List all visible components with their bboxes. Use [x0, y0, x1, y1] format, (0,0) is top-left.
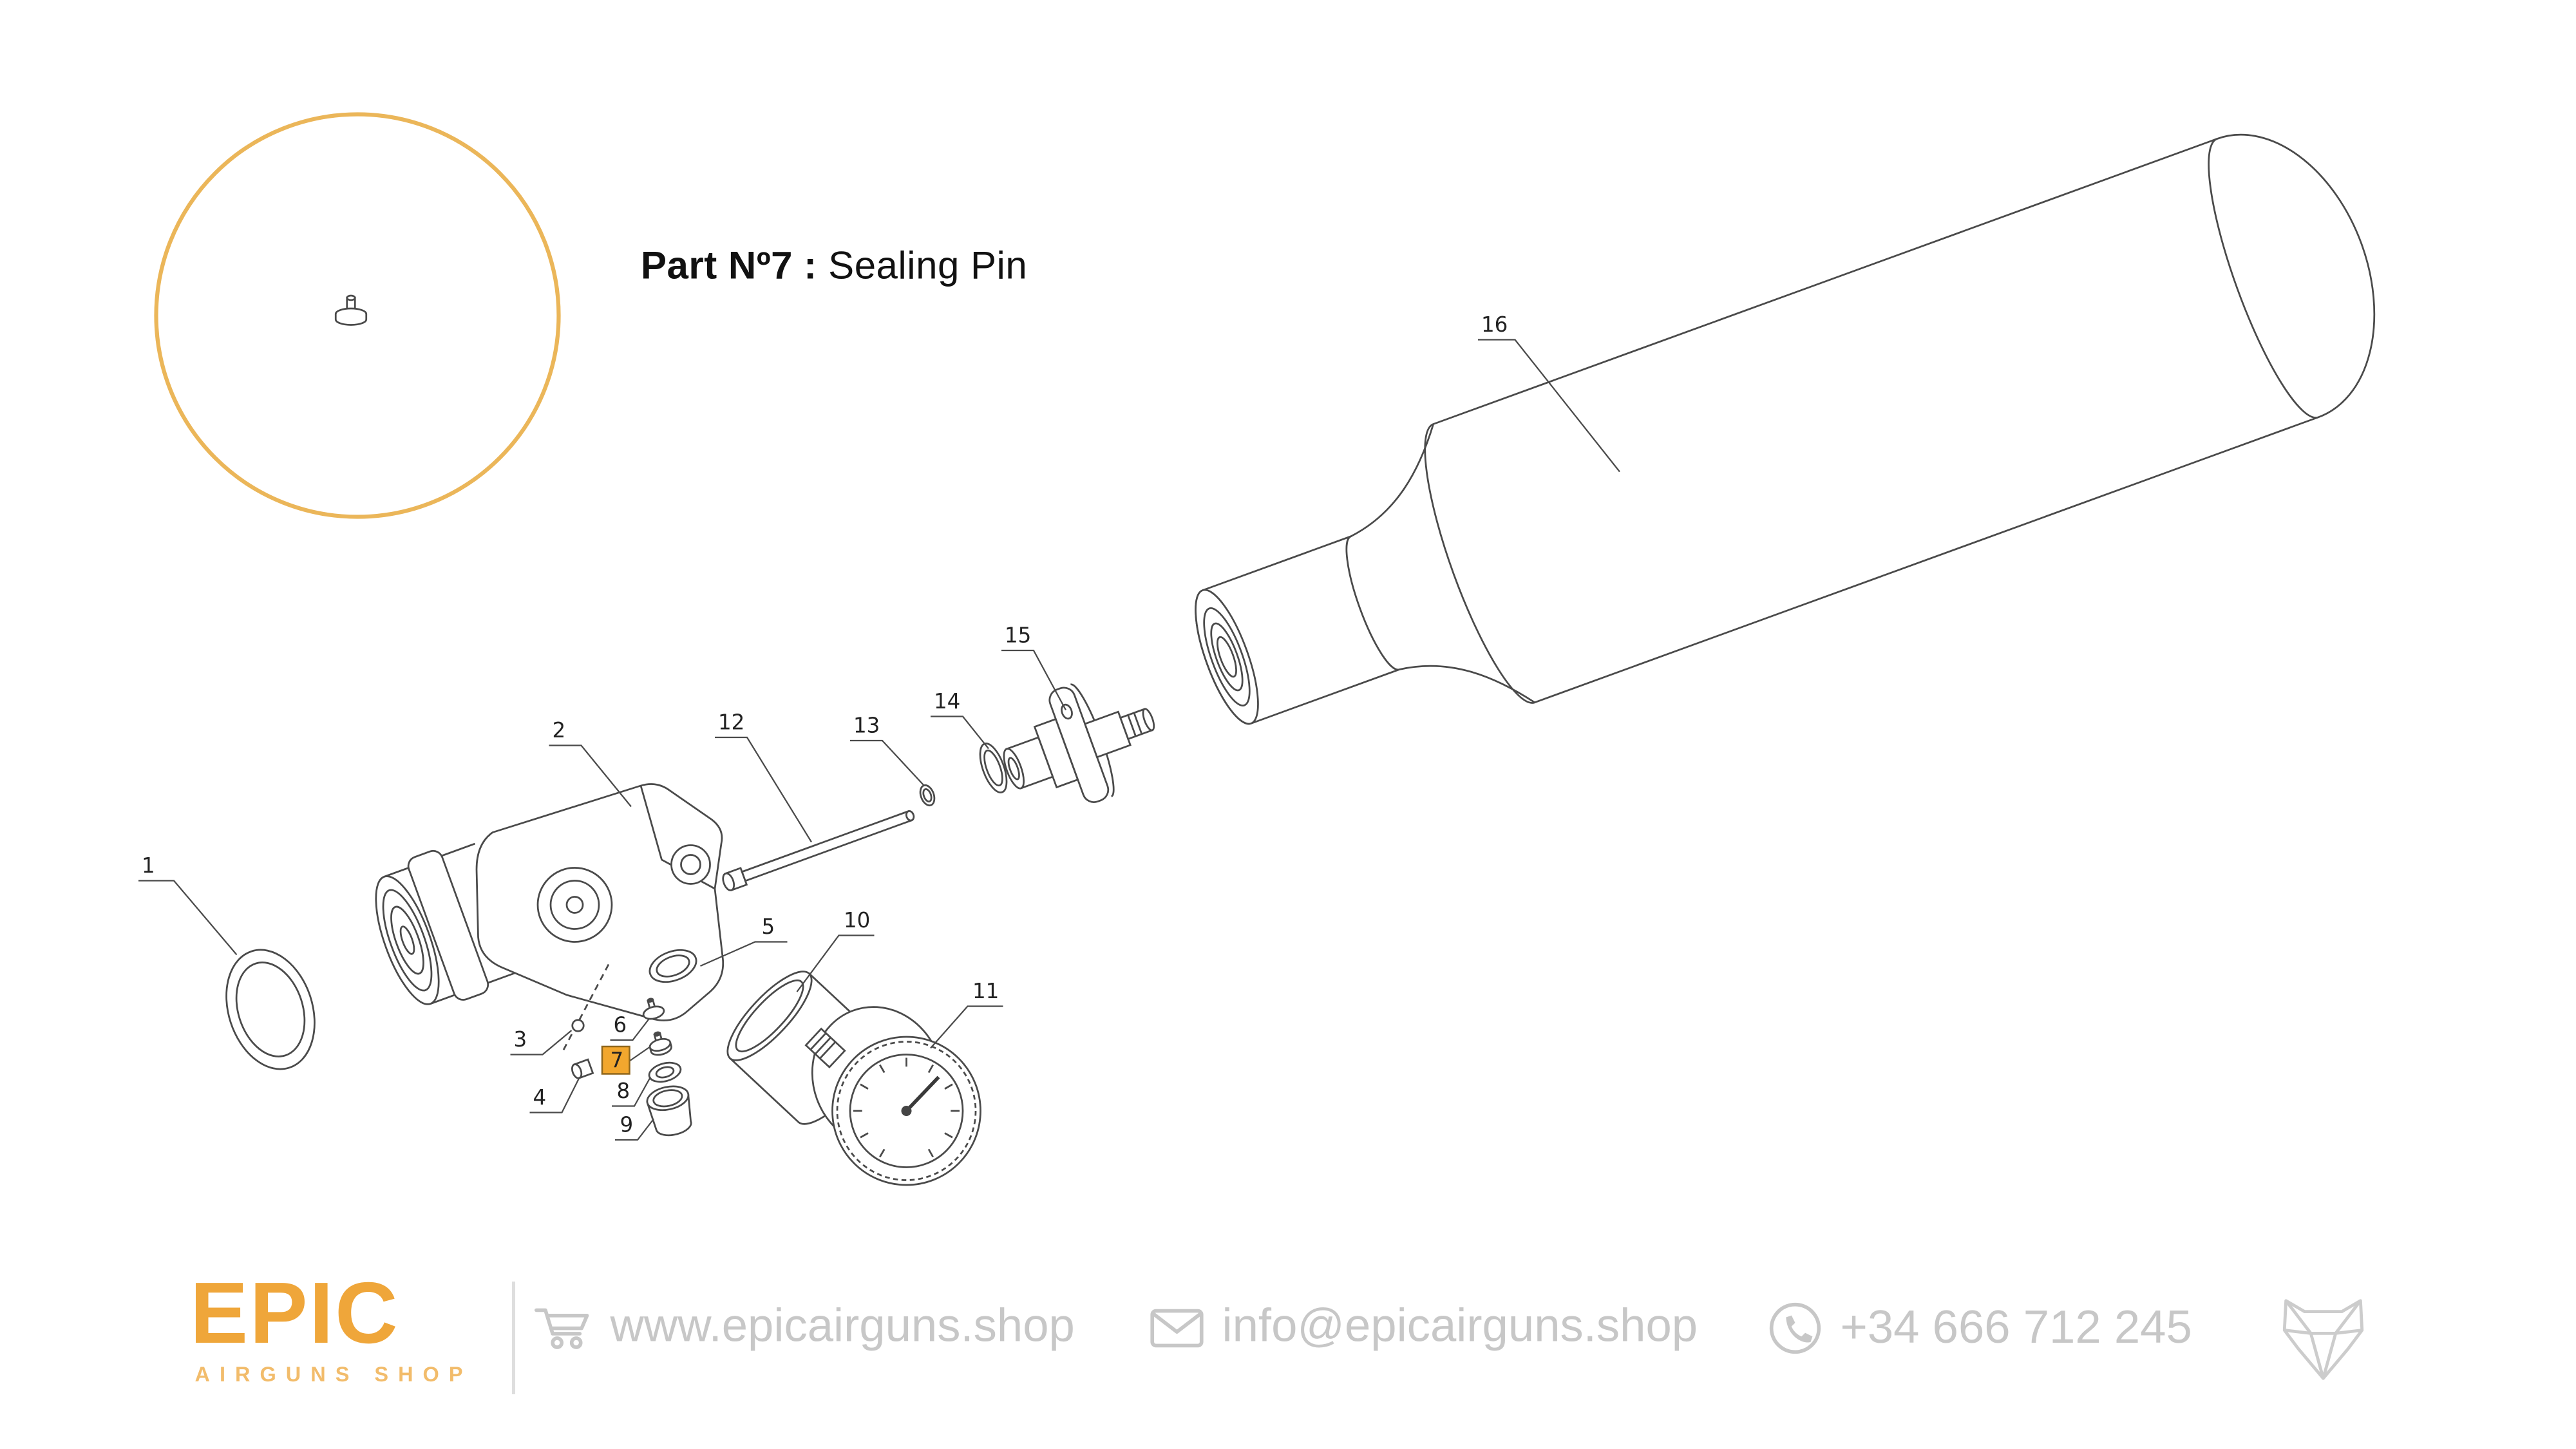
phone-icon: [1769, 1302, 1821, 1354]
part-label-9: 9: [615, 1113, 654, 1141]
axis-line-3-4: [561, 963, 610, 1054]
website-text: www.epicairguns.shop: [610, 1301, 1075, 1352]
svg-text:8: 8: [617, 1079, 630, 1103]
brand-logo-subtitle: AIRGUNS SHOP: [194, 1362, 473, 1387]
svg-text:15: 15: [1005, 623, 1031, 648]
part-callout: Part Nº7 :Sealing Pin: [641, 245, 1027, 290]
svg-text:12: 12: [718, 710, 744, 735]
svg-text:10: 10: [844, 908, 870, 933]
gauge-ticks: [853, 1057, 960, 1158]
part-9-cup-drawing: [646, 1085, 692, 1137]
part-labels: 1 2 3 4 5 6: [138, 312, 1620, 1141]
brand-logo: EPIC AIRGUNS SHOP: [190, 1265, 473, 1387]
email-text: info@epicairguns.shop: [1222, 1301, 1698, 1352]
gauge-needle: [905, 1075, 940, 1112]
email-link[interactable]: info@epicairguns.shop: [1150, 1301, 1698, 1354]
part-label-8: 8: [612, 1076, 651, 1107]
detail-sealing-pin-drawing: [334, 294, 368, 326]
part-label-15: 15: [1001, 623, 1066, 711]
svg-text:3: 3: [514, 1027, 527, 1052]
cart-icon: [535, 1307, 589, 1349]
part-label-16: 16: [1478, 312, 1620, 473]
part-label-14: 14: [931, 689, 989, 750]
part-callout-number: Part Nº7 :: [641, 245, 817, 289]
part-5-oring-drawing: [649, 949, 697, 983]
part-label-4: 4: [529, 1076, 581, 1113]
part-label-1: 1: [138, 853, 238, 956]
part-label-2: 2: [549, 718, 632, 808]
part-11-gauge-drawing: [804, 1006, 981, 1186]
svg-text:11: 11: [972, 979, 999, 1003]
envelope-icon: [1150, 1308, 1204, 1347]
part-label-7-highlighted: 7: [601, 1045, 651, 1075]
detail-view-circle: [154, 112, 561, 519]
part-label-6: 6: [610, 1013, 650, 1041]
svg-text:13: 13: [853, 714, 880, 738]
part-12-rod-drawing: [722, 810, 915, 892]
svg-text:6: 6: [614, 1013, 627, 1037]
part-4-plug-drawing: [571, 1058, 594, 1079]
part-2-body-drawing: [375, 783, 724, 1021]
part-label-13: 13: [850, 714, 925, 786]
svg-text:9: 9: [620, 1113, 634, 1137]
svg-text:2: 2: [553, 718, 566, 743]
part-label-3: 3: [510, 1027, 573, 1056]
detail-view: [154, 112, 561, 519]
part-13-ring-drawing: [919, 784, 936, 807]
phone-text: +34 666 712 245: [1840, 1302, 2192, 1354]
svg-text:7: 7: [611, 1048, 624, 1073]
part-6-pin-drawing: [642, 998, 665, 1020]
part-label-10: 10: [796, 908, 875, 992]
part-16-cylinder-drawing: [1195, 133, 2376, 725]
svg-text:14: 14: [934, 689, 960, 714]
part-15-fitting-drawing: [1003, 683, 1155, 803]
footer: EPIC AIRGUNS SHOP www.epicairguns.shop i…: [0, 1256, 2576, 1449]
website-link[interactable]: www.epicairguns.shop: [535, 1301, 1075, 1354]
svg-text:1: 1: [142, 853, 155, 878]
part-7-highlight-box: [601, 1045, 630, 1075]
part-8-washer-drawing: [648, 1061, 682, 1083]
part-7-sealing-pin-drawing: [649, 1031, 672, 1056]
fox-logo-icon: [2282, 1299, 2364, 1380]
svg-text:4: 4: [533, 1085, 547, 1110]
part-label-11: 11: [930, 979, 1003, 1049]
brand-logo-text: EPIC: [190, 1265, 400, 1362]
footer-divider: [512, 1282, 515, 1394]
phone-link[interactable]: +34 666 712 245: [1768, 1301, 2192, 1356]
part-3-ball-drawing: [571, 1019, 585, 1032]
gauge-hub: [901, 1106, 912, 1116]
svg-text:5: 5: [762, 914, 775, 939]
part-label-5: 5: [700, 914, 788, 967]
part-1-oring-drawing: [225, 949, 316, 1070]
part-label-12: 12: [715, 710, 812, 843]
svg-text:16: 16: [1481, 312, 1508, 337]
part-callout-name: Sealing Pin: [828, 245, 1028, 289]
part-14-oring-drawing: [979, 743, 1008, 793]
